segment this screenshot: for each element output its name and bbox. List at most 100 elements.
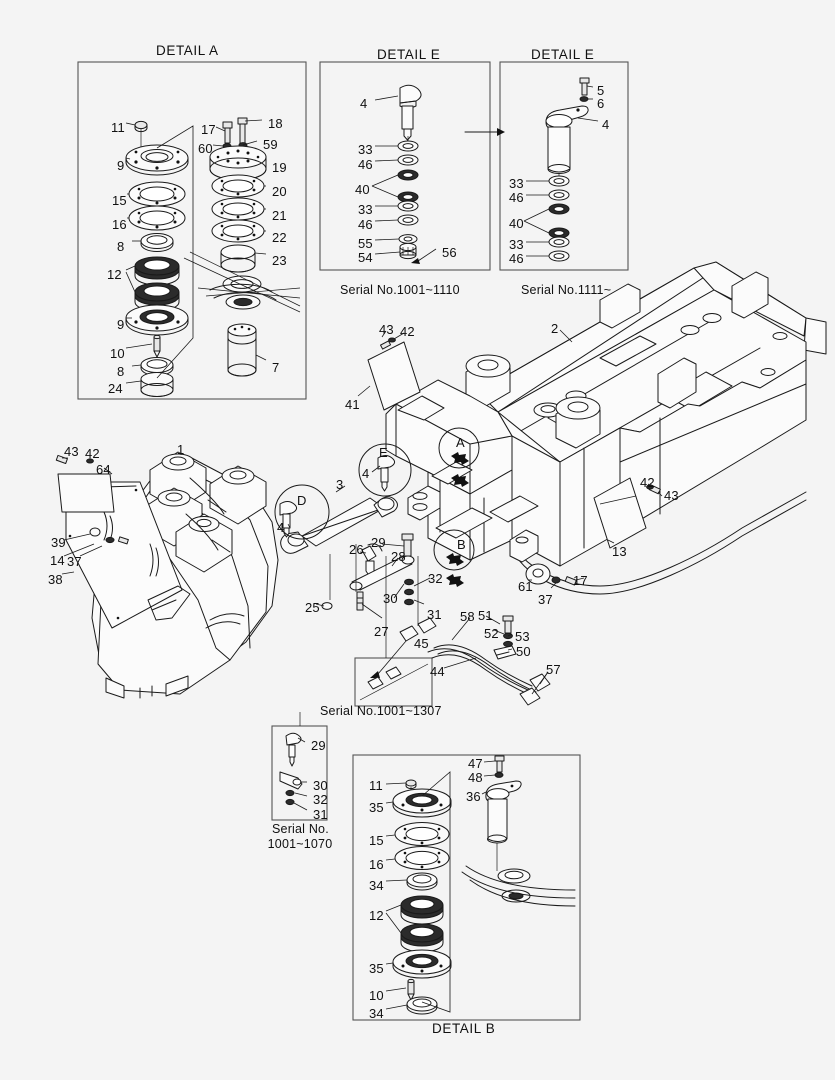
callout-number: 17 (201, 122, 216, 137)
callout-number: 33 (509, 237, 524, 252)
section-marker-d: D (297, 493, 307, 508)
callout-number: 32 (313, 792, 328, 807)
callout-number: 36 (466, 789, 481, 804)
callout-number: 47 (468, 756, 483, 771)
callout-number: 8 (117, 239, 125, 254)
callout-number: 53 (515, 629, 530, 644)
callout-number: 33 (509, 176, 524, 191)
callout-number: 16 (369, 857, 384, 872)
callout-number: 31 (313, 807, 328, 822)
callout-number: 35 (369, 800, 384, 815)
callout-number: 37 (67, 554, 82, 569)
callout-number: 46 (509, 190, 524, 205)
callout-number: 24 (108, 381, 123, 396)
callout-number: 16 (112, 217, 127, 232)
callout-number: 34 (369, 878, 384, 893)
callout-number: 9 (117, 317, 125, 332)
callout-number: 4 (277, 520, 285, 535)
callout-number: 57 (546, 662, 561, 677)
callout-number: 42 (400, 324, 415, 339)
callout-number: 37 (538, 592, 553, 607)
callout-number: 42 (85, 446, 100, 461)
callout-number: 61 (518, 579, 533, 594)
callout-number: 40 (509, 216, 524, 231)
callout-number: 46 (509, 251, 524, 266)
section-marker-b: B (457, 537, 466, 552)
callout-number: 56 (442, 245, 457, 260)
callout-number: 8 (117, 364, 125, 379)
serial-note-1001-1070-line1: Serial No. (272, 822, 329, 836)
callout-number: 12 (369, 908, 384, 923)
callout-number: 19 (272, 160, 287, 175)
callout-number: 3 (336, 477, 344, 492)
callout-number: 41 (345, 397, 360, 412)
callout-number: 4 (362, 466, 370, 481)
callout-number: 52 (484, 626, 499, 641)
section-marker-a: A (456, 435, 465, 450)
detail-a-title: DETAIL A (156, 43, 219, 58)
callout-number: 21 (272, 208, 287, 223)
callout-number: 15 (369, 833, 384, 848)
section-marker-e: E (379, 445, 388, 460)
callout-number: 43 (379, 322, 394, 337)
callout-number: 30 (383, 591, 398, 606)
callout-number: 38 (48, 572, 63, 587)
callout-number: 43 (64, 444, 79, 459)
callout-number: 27 (374, 624, 389, 639)
callout-number: 55 (358, 236, 373, 251)
callout-number: 4 (602, 117, 610, 132)
callout-number: 48 (468, 770, 483, 785)
callout-number: 29 (371, 535, 386, 550)
callout-number: 9 (117, 158, 125, 173)
callout-number: 20 (272, 184, 287, 199)
callout-number: 1 (177, 442, 185, 457)
detail-b-title: DETAIL B (432, 1021, 496, 1036)
callout-number: 42 (640, 475, 655, 490)
callout-number: 44 (430, 664, 445, 679)
callout-number: 11 (369, 778, 383, 793)
callout-number: 11 (111, 120, 125, 135)
callout-number: 35 (369, 961, 384, 976)
callout-number: 28 (391, 549, 406, 564)
serial-note-1001-1070-line2: 1001~1070 (267, 837, 333, 851)
callout-number: 2 (551, 321, 559, 336)
callout-number: 10 (369, 988, 384, 1003)
detail-e-early-title: DETAIL E (377, 47, 441, 62)
callout-number: 33 (358, 202, 373, 217)
callout-number: 46 (358, 157, 373, 172)
callout-number: 46 (358, 217, 373, 232)
callout-number: 10 (110, 346, 125, 361)
callout-number: 34 (369, 1006, 384, 1021)
callout-number: 60 (198, 141, 213, 156)
callout-number: 64 (96, 462, 111, 477)
callout-number: 29 (311, 738, 326, 753)
callout-number: 30 (313, 778, 328, 793)
callout-number: 45 (414, 636, 429, 651)
callout-number: 4 (360, 96, 368, 111)
callout-number: 51 (478, 608, 493, 623)
callout-number: 18 (268, 116, 283, 131)
callout-number: 5 (597, 83, 605, 98)
callout-number: 23 (272, 253, 287, 268)
callout-number: 50 (516, 644, 531, 659)
detail-e-late-title: DETAIL E (531, 47, 595, 62)
callout-number: 17 (573, 573, 588, 588)
serial-note-1001-1110: Serial No.1001~1110 (340, 283, 460, 297)
callout-number: 39 (51, 535, 66, 550)
callout-number: 31 (427, 607, 442, 622)
callout-number: 14 (50, 553, 65, 568)
callout-number: 26 (349, 542, 364, 557)
callout-number: 40 (355, 182, 370, 197)
callout-number: 33 (358, 142, 373, 157)
callout-number: 59 (263, 137, 278, 152)
callout-number: 6 (597, 96, 605, 111)
callout-number: 25 (305, 600, 320, 615)
callout-number: 32 (428, 571, 443, 586)
callout-number: 58 (460, 609, 475, 624)
callout-number: 22 (272, 230, 287, 245)
callout-number: 15 (112, 193, 127, 208)
callout-number: 54 (358, 250, 373, 265)
callout-number: 12 (107, 267, 122, 282)
